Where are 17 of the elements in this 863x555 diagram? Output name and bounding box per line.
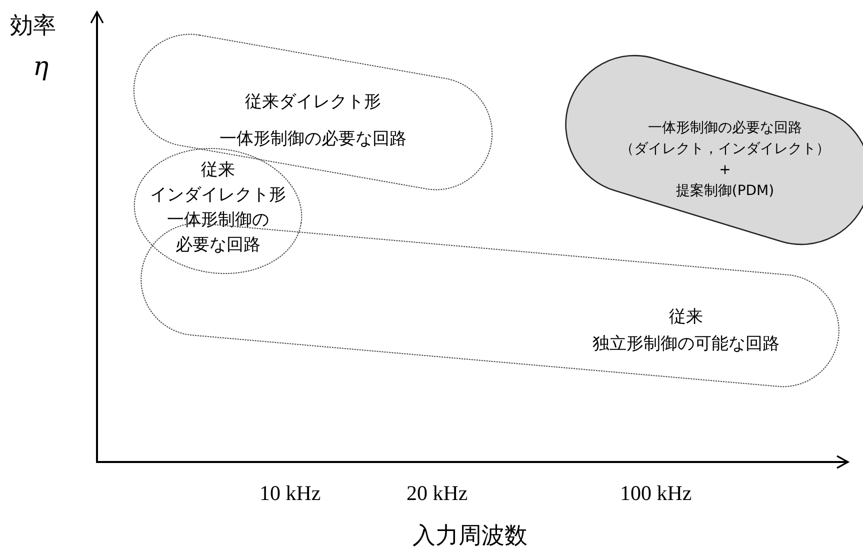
region-label: 従来 [201,159,235,182]
region-label: 従来ダイレクト形 [245,91,381,114]
region-label: + [719,161,731,180]
region-label: 独立形制御の可能な回路 [592,333,780,356]
tick-label: 10 kHz [260,481,321,506]
axis-title: 入力周波数 [412,522,528,551]
region-label: 従来 [669,306,703,329]
tick-label: 100 kHz [620,481,692,506]
axis-title: 効率 [10,12,56,41]
region-label: （ダイレクト，インダイレクト） [620,140,830,159]
region-label: 提案制御(PDM) [676,182,774,201]
region-label: 必要な回路 [176,234,260,257]
region-label: 一体形制御の必要な回路 [648,119,802,138]
tick-label: 20 kHz [406,481,468,506]
region-label: 一体形制御の必要な回路 [220,128,406,151]
region-label: インダイレクト形 [150,184,286,207]
axis-symbol: η [33,52,49,82]
